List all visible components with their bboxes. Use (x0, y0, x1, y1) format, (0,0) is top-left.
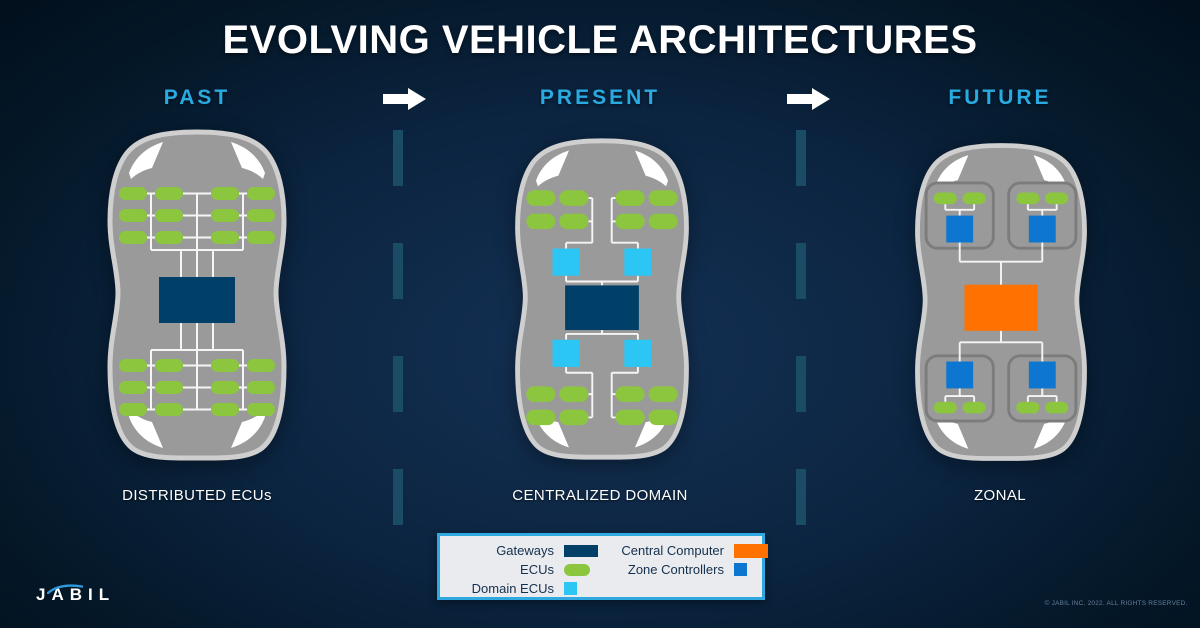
central-computer-swatch (734, 543, 768, 558)
zone-controller-swatch (734, 563, 747, 576)
wiring-lines (147, 192, 247, 411)
zone-controller-boxes (946, 215, 1056, 389)
wiring-lines (944, 204, 1058, 402)
domain-ecu-swatch (564, 582, 577, 595)
legend-label: Gateways (496, 543, 554, 558)
ecu-pills (526, 190, 678, 426)
stage-header-future: FUTURE (948, 86, 1052, 109)
legend-item-domain-ecus: Domain ECUs (446, 579, 598, 598)
central-computer-box (964, 284, 1038, 331)
ecu-swatch (564, 563, 590, 576)
headlight-highlight (129, 142, 265, 448)
legend-item-ecus: ECUs (446, 560, 598, 579)
caption-zonal: ZONAL (973, 487, 1026, 504)
stage-header-past: PAST (163, 86, 231, 109)
wiring-lines (565, 197, 639, 419)
dashed-divider (393, 130, 403, 530)
ecu-pills (119, 187, 275, 416)
car-diagram-past (107, 129, 287, 461)
legend-label: ECUs (520, 562, 554, 577)
ecu-pills (933, 192, 1069, 414)
legend-label: Zone Controllers (627, 562, 724, 577)
caption-centralized-domain: CENTRALIZED DOMAIN (512, 487, 688, 504)
legend-item-central-computer: Central Computer (598, 541, 768, 560)
legend-item-gateways: Gateways (446, 541, 598, 560)
legend-label: Domain ECUs (471, 581, 554, 596)
car-diagram-present (515, 138, 689, 460)
stage-header-present: PRESENT (539, 86, 661, 109)
arrow-right-icon (383, 88, 426, 110)
legend-label: Central Computer (621, 543, 724, 558)
car-diagram-future (915, 143, 1087, 461)
gateway-swatch (564, 544, 598, 557)
jabil-swoosh-icon (47, 584, 83, 594)
caption-distributed-ecus: DISTRIBUTED ECUs (122, 487, 272, 504)
copyright-text: © JABIL INC. 2022. ALL RIGHTS RESERVED. (1045, 599, 1188, 607)
legend: Gateways ECUs Domain ECUs Central Comput… (437, 533, 768, 600)
page-title: EVOLVING VEHICLE ARCHITECTURES (222, 18, 978, 62)
arrow-right-icon (787, 88, 830, 110)
gateway-box (565, 285, 639, 331)
domain-ecu-boxes (552, 248, 652, 367)
dashed-divider (796, 130, 806, 530)
legend-item-zone-controllers: Zone Controllers (598, 560, 768, 579)
gateway-box (159, 277, 235, 323)
